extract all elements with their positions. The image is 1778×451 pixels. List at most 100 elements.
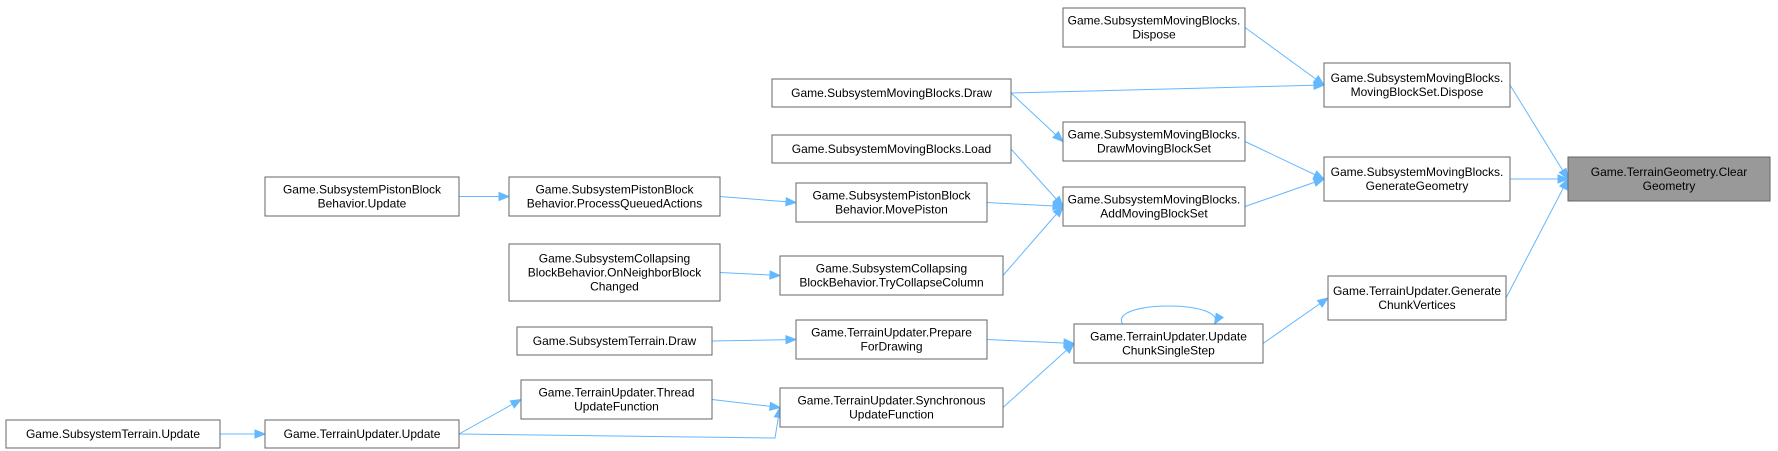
edge-n17-to-n14: [1002, 342, 1075, 408]
edge-line: [1002, 343, 1075, 408]
edge-arrowhead: [1557, 174, 1570, 184]
node-label-line: Geometry: [1643, 179, 1696, 193]
edge-n18-to-n17: [711, 399, 782, 411]
edge-n10-to-n7: [1002, 205, 1064, 276]
edge-arrowhead: [498, 191, 511, 202]
node-game-subsystemmovingblocks-drawmovingblockset[interactable]: Game.SubsystemMovingBlocks.DrawMovingBlo…: [1062, 121, 1246, 162]
edge-arrowhead: [509, 398, 523, 409]
edge-arrowhead: [785, 334, 798, 345]
edge-line: [711, 399, 781, 408]
edge-arrowhead: [1558, 167, 1569, 181]
edge-line: [711, 339, 797, 342]
edge-arrowhead: [785, 196, 798, 207]
node-label-line: Dispose: [1132, 28, 1176, 42]
edge-arrowhead: [1052, 130, 1064, 143]
node-game-subsystemmovingblocks-draw[interactable]: Game.SubsystemMovingBlocks.Draw: [771, 78, 1012, 108]
node-game-terrainupdater-synchronousupdatefunction[interactable]: Game.TerrainUpdater.SynchronousUpdateFun…: [779, 387, 1004, 428]
node-box: [5, 419, 221, 449]
edge-line: [1505, 178, 1569, 299]
node-label-line: Game.SubsystemMovingBlocks.: [1068, 193, 1241, 207]
node-box: [516, 326, 713, 356]
edge-line: [1002, 206, 1064, 276]
node-label-line: UpdateFunction: [574, 400, 659, 414]
node-box: [520, 379, 713, 420]
node-label-line: Game.SubsystemCollapsing: [539, 252, 690, 266]
node-label-line: ForDrawing: [860, 340, 922, 354]
edge-n8-to-n7: [1010, 148, 1064, 208]
node-label-line: UpdateFunction: [849, 408, 934, 422]
node-game-subsystempistonblockbehavior-processqueuedactions[interactable]: Game.SubsystemPistonBlockBehavior.Proces…: [508, 176, 721, 217]
node-box: [264, 176, 460, 217]
node-box: [795, 319, 988, 360]
edge-line: [1509, 84, 1569, 180]
node-label-line: ChunkSingleStep: [1122, 344, 1215, 358]
node-label-line: AddMovingBlockSet: [1100, 207, 1208, 221]
edge-line: [458, 399, 522, 435]
node-box: [779, 387, 1004, 428]
node-box: [508, 176, 721, 217]
edge-line: [1244, 141, 1325, 180]
edge-line: [1244, 27, 1325, 86]
node-game-subsystemmovingblocks-load[interactable]: Game.SubsystemMovingBlocks.Load: [771, 134, 1012, 164]
node-box: [771, 78, 1012, 108]
node-label-line: Behavior.Update: [318, 197, 407, 211]
node-label-line: BlockBehavior.TryCollapseColumn: [799, 276, 983, 290]
edge-line: [986, 339, 1075, 344]
edge-line: [719, 196, 797, 203]
edge-line: [1120, 305, 1217, 325]
edge-n16-to-n15: [711, 334, 798, 345]
node-box: [1062, 7, 1246, 48]
node-label-line: Changed: [590, 280, 639, 294]
node-label-line: Behavior.MovePiston: [835, 203, 948, 217]
edge-arrowhead: [769, 401, 782, 411]
node-label-line: Game.SubsystemTerrain.Draw: [533, 334, 697, 348]
edge-n5-to-n6: [1010, 92, 1064, 143]
node-label-line: Game.TerrainUpdater.Update: [284, 427, 441, 441]
node-game-terrainupdater-generatechunkvertices[interactable]: Game.TerrainUpdater.GenerateChunkVertice…: [1327, 275, 1507, 321]
node-game-subsystemmovingblocks-movingblockset-dispose[interactable]: Game.SubsystemMovingBlocks.MovingBlockSe…: [1323, 62, 1511, 108]
edge-arrowhead: [769, 270, 782, 280]
edge-n14-to-n3: [1262, 297, 1330, 344]
edge-n3-to-n0: [1505, 177, 1569, 299]
node-label-line: Game.SubsystemTerrain.Update: [26, 427, 200, 441]
node-game-subsystemmovingblocks-generategeometry[interactable]: Game.SubsystemMovingBlocks.GenerateGeome…: [1323, 156, 1511, 202]
edge-arrowhead: [1063, 342, 1075, 355]
edge-layer: [220, 27, 1570, 439]
edge-n2-to-n0: [1509, 84, 1569, 181]
node-game-subsystemterrain-draw[interactable]: Game.SubsystemTerrain.Draw: [516, 326, 713, 356]
node-game-subsystemcollapsingblockbehavior-onneighborblockchanged[interactable]: Game.SubsystemCollapsingBlockBehavior.On…: [508, 243, 721, 302]
node-game-terrainupdater-update[interactable]: Game.TerrainUpdater.Update: [264, 419, 460, 449]
edge-arrowhead: [1558, 177, 1569, 191]
node-game-subsystemmovingblocks-dispose[interactable]: Game.SubsystemMovingBlocks.Dispose: [1062, 7, 1246, 48]
edge-n20-to-n19: [220, 429, 267, 439]
node-label-line: Game.TerrainUpdater.Thread: [538, 386, 694, 400]
edge-n11-to-n9: [719, 196, 798, 207]
node-box: [1323, 156, 1511, 202]
edge-arrowhead: [1316, 297, 1330, 308]
node-game-terrainupdater-updatechunksinglestep[interactable]: Game.TerrainUpdater.UpdateChunkSingleSte…: [1073, 323, 1264, 364]
edge-arrowhead: [1313, 80, 1326, 91]
node-box: [1062, 186, 1246, 227]
edge-arrowhead: [1312, 177, 1326, 187]
node-label-line: Game.TerrainUpdater.Prepare: [811, 326, 972, 340]
node-label-line: MovingBlockSet.Dispose: [1351, 85, 1484, 99]
edge-n1-to-n0: [1510, 174, 1570, 184]
node-game-subsystempistonblockbehavior-movepiston[interactable]: Game.SubsystemPistonBlockBehavior.MovePi…: [795, 182, 988, 223]
node-label-line: Game.SubsystemPistonBlock: [283, 183, 442, 197]
node-label-line: Game.SubsystemMovingBlocks.Draw: [791, 86, 992, 100]
edge-n15-to-n14: [986, 338, 1076, 348]
node-game-subsystemterrain-update[interactable]: Game.SubsystemTerrain.Update: [5, 419, 221, 449]
node-box: [779, 255, 1004, 296]
node-game-subsystemcollapsingblockbehavior-trycollapsecolumn[interactable]: Game.SubsystemCollapsingBlockBehavior.Tr…: [779, 255, 1004, 296]
node-box: [1073, 323, 1264, 364]
node-label-line: BlockBehavior.OnNeighborBlock: [528, 266, 702, 280]
node-label-line: Game.TerrainGeometry.Clear: [1591, 165, 1748, 179]
node-label-line: Game.SubsystemCollapsing: [816, 262, 967, 276]
edge-n7-to-n1: [1244, 177, 1326, 207]
node-game-subsystemmovingblocks-addmovingblockset[interactable]: Game.SubsystemMovingBlocks.AddMovingBloc…: [1062, 186, 1246, 227]
node-label-line: Game.TerrainUpdater.Synchronous: [797, 394, 985, 408]
